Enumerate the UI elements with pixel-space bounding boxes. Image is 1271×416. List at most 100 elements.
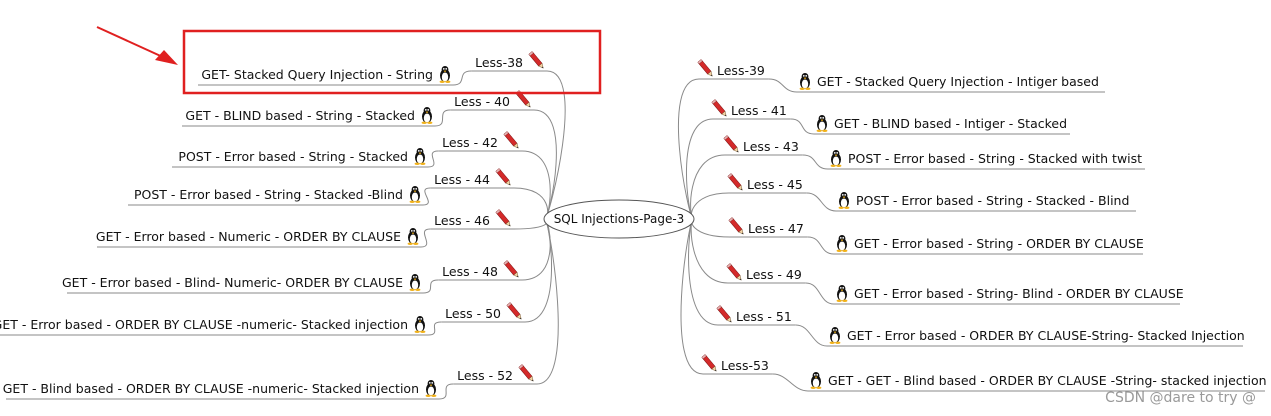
topic-connector	[434, 109, 451, 127]
topic-connector	[795, 324, 828, 347]
lesson-label[interactable]: Less - 48	[442, 264, 498, 279]
lesson-label[interactable]: Less - 43	[743, 139, 799, 154]
pencil-icon	[723, 134, 741, 155]
topic-connector	[806, 192, 837, 212]
center-connector	[688, 218, 719, 326]
topic-connector	[438, 383, 454, 400]
center-connector	[521, 150, 551, 220]
penguin-icon	[816, 115, 828, 132]
right-branch[interactable]: Less - 49 GET - Error based - String- Bli…	[726, 262, 1184, 305]
topic-label[interactable]: POST - Error based - String - Stacked -B…	[134, 187, 403, 202]
penguin-icon	[414, 148, 426, 165]
topic-connector	[768, 78, 798, 93]
center-connector	[690, 218, 729, 284]
left-branch[interactable]: Less - 40 GET - BLIND based - String - St…	[182, 89, 534, 127]
center-connector	[513, 187, 549, 220]
left-branch[interactable]: Less - 52 GET - Blind based - ORDER BY CL…	[3, 363, 537, 400]
lesson-label[interactable]: Less - 51	[736, 309, 792, 324]
right-branch[interactable]: Less - 43 POST - Error based - String - S…	[723, 134, 1145, 170]
topic-connector	[427, 321, 442, 336]
center-node[interactable]	[543, 199, 695, 239]
left-branch[interactable]: Less - 46 GET - Error based - Numeric - O…	[96, 208, 514, 248]
penguin-icon	[414, 316, 426, 333]
left-branch[interactable]: Less - 42 POST - Error based - String - S…	[172, 130, 522, 168]
topic-label[interactable]: GET - Error based - Numeric - ORDER BY C…	[96, 229, 401, 244]
center-connector	[690, 218, 731, 238]
topic-connector	[790, 118, 815, 135]
center-connector	[690, 192, 730, 220]
topic-connector	[802, 154, 829, 170]
lesson-label[interactable]: Less - 49	[746, 267, 802, 282]
topic-label[interactable]: POST - Error based - String - Stacked	[178, 149, 408, 164]
penguin-icon	[409, 274, 421, 291]
topic-connector	[427, 150, 439, 168]
topic-label[interactable]: GET - Error based - String- Blind - ORDE…	[854, 286, 1184, 301]
penguin-icon	[407, 228, 419, 245]
pencil-icon	[503, 130, 521, 151]
left-branch[interactable]: Less - 50 GET - Error based - ORDER BY CL…	[0, 301, 525, 336]
lesson-label[interactable]: Less - 52	[457, 368, 513, 383]
center-connector	[690, 154, 726, 220]
topic-connector	[420, 228, 431, 248]
penguin-icon	[836, 285, 848, 302]
lesson-label[interactable]: Less - 42	[442, 135, 498, 150]
penguin-icon	[810, 372, 822, 389]
topic-connector	[805, 282, 835, 305]
left-branch[interactable]: Less - 44 POST - Error based - String - S…	[128, 167, 514, 206]
penguin-icon	[421, 107, 433, 124]
topic-label[interactable]: GET - GET - Blind based - ORDER BY CLAUS…	[828, 373, 1267, 388]
pencil-icon	[728, 216, 746, 237]
lesson-label[interactable]: Less - 47	[748, 221, 804, 236]
lesson-label[interactable]: Less - 44	[434, 172, 490, 187]
watermark: CSDN @dare to try @	[1105, 390, 1256, 406]
lesson-label[interactable]: Less - 50	[445, 306, 501, 321]
topic-label[interactable]: GET - BLIND based - Intiger - Stacked	[834, 116, 1067, 131]
highlight-box	[182, 29, 602, 95]
topic-connector	[422, 187, 431, 206]
pencil-icon	[495, 167, 513, 188]
pencil-icon	[726, 262, 744, 283]
pencil-icon	[701, 353, 719, 374]
pencil-icon	[503, 259, 521, 280]
penguin-icon	[838, 192, 850, 209]
lesson-label[interactable]: Less-38	[475, 55, 523, 70]
lesson-label[interactable]: Less - 46	[434, 213, 490, 228]
right-branch[interactable]: Less - 45 POST - Error based - String - S…	[727, 172, 1136, 212]
penguin-icon	[425, 380, 437, 397]
topic-label[interactable]: GET - BLIND based - String - Stacked	[185, 108, 415, 123]
topic-connector	[422, 279, 439, 294]
pencil-icon	[716, 304, 734, 325]
pencil-icon	[506, 301, 524, 322]
topic-label[interactable]: GET - Stacked Query Injection - Intiger …	[817, 74, 1099, 89]
left-branch[interactable]: Less - 48 GET - Error based - Blind- Nume…	[62, 259, 522, 294]
lesson-label[interactable]: Less - 40	[454, 94, 510, 109]
pencil-icon	[495, 208, 513, 229]
lesson-label[interactable]: Less-39	[717, 63, 765, 78]
topic-label[interactable]: GET- Stacked Query Injection - String	[201, 67, 433, 82]
pencil-icon	[518, 363, 536, 384]
lesson-label[interactable]: Less - 41	[731, 103, 787, 118]
penguin-icon	[830, 150, 842, 167]
right-branch[interactable]: Less - 51 GET - Error based - ORDER BY CL…	[716, 304, 1245, 347]
topic-connector	[452, 70, 472, 86]
topic-label[interactable]: GET - Error based - String - ORDER BY CL…	[854, 236, 1144, 251]
right-branch[interactable]: Less - 47 GET - Error based - String - OR…	[728, 216, 1144, 255]
topic-label[interactable]: POST - Error based - String - Stacked - …	[856, 193, 1129, 208]
lesson-label[interactable]: Less - 45	[747, 177, 803, 192]
penguin-icon	[799, 73, 811, 90]
topic-label[interactable]: GET - Error based - Blind- Numeric- ORDE…	[62, 275, 403, 290]
penguin-icon	[829, 327, 841, 344]
topic-label[interactable]: POST - Error based - String - Stacked wi…	[848, 151, 1142, 166]
topic-label[interactable]: GET - Blind based - ORDER BY CLAUSE -num…	[3, 381, 419, 396]
lesson-label[interactable]: Less-53	[721, 358, 769, 373]
topic-label[interactable]: GET - Error based - ORDER BY CLAUSE -num…	[0, 317, 408, 332]
topic-connector	[807, 236, 835, 255]
penguin-icon	[836, 235, 848, 252]
center-connector	[680, 218, 704, 375]
topic-label[interactable]: GET - Error based - ORDER BY CLAUSE-Stri…	[847, 328, 1245, 343]
right-branch[interactable]: Less - 41 GET - BLIND based - Intiger - S…	[711, 98, 1070, 135]
